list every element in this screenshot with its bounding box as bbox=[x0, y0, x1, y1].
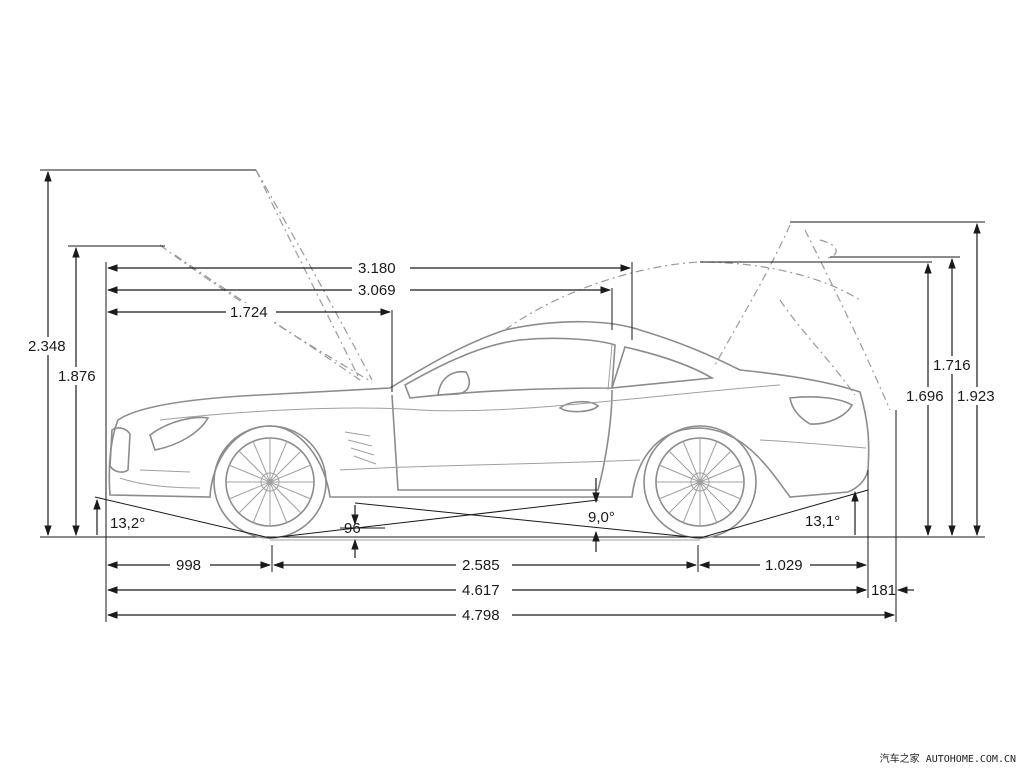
front-wheel bbox=[213, 425, 327, 539]
label-rear-height-1923: 1.923 bbox=[957, 388, 995, 405]
label-length-4798: 4.798 bbox=[462, 607, 500, 624]
side-vent bbox=[344, 431, 377, 465]
label-ground-clearance: 96 bbox=[344, 520, 361, 537]
open-hood bbox=[159, 169, 373, 383]
label-height-hood-open-lower: 1.876 bbox=[58, 368, 96, 385]
dimension-lines bbox=[44, 170, 981, 619]
door-handle bbox=[558, 400, 600, 413]
label-front-overhang: 998 bbox=[176, 557, 201, 574]
label-rear-height-1716: 1.716 bbox=[933, 357, 971, 374]
label-wheelbase: 2.585 bbox=[462, 557, 500, 574]
car-side-view bbox=[40, 169, 985, 541]
car-body-outline bbox=[108, 320, 870, 498]
side-mirror bbox=[437, 370, 471, 396]
label-ramp-angle: 9,0° bbox=[588, 509, 615, 526]
label-approach-angle: 13,2° bbox=[110, 515, 145, 532]
label-rear-height-1696: 1.696 bbox=[906, 388, 944, 405]
side-window bbox=[404, 337, 616, 399]
extension-lines bbox=[40, 169, 985, 622]
dimension-labels: 2.348 1.876 3.180 3.069 1.724 1.716 1.69… bbox=[28, 260, 995, 624]
label-dim-1724: 1.724 bbox=[230, 304, 268, 321]
label-backgrounds bbox=[26, 259, 1000, 624]
front-grille bbox=[109, 427, 131, 473]
label-dim-3069: 3.069 bbox=[358, 282, 396, 299]
label-overall-height-hood-open: 2.348 bbox=[28, 338, 66, 355]
label-length-4617: 4.617 bbox=[462, 582, 500, 599]
headlight bbox=[149, 416, 210, 451]
label-rear-overhang: 1.029 bbox=[765, 557, 803, 574]
rear-window bbox=[610, 346, 715, 389]
label-dim-3180: 3.180 bbox=[358, 260, 396, 277]
watermark: 汽车之家 AUTOHOME.COM.CN bbox=[880, 752, 1016, 765]
door-outline bbox=[391, 389, 613, 491]
open-trunk bbox=[504, 224, 891, 411]
label-departure-angle: 13,1° bbox=[805, 513, 840, 530]
label-dim-181: 181 bbox=[871, 582, 896, 599]
rear-wheel bbox=[643, 425, 757, 539]
tail-light bbox=[789, 396, 854, 425]
